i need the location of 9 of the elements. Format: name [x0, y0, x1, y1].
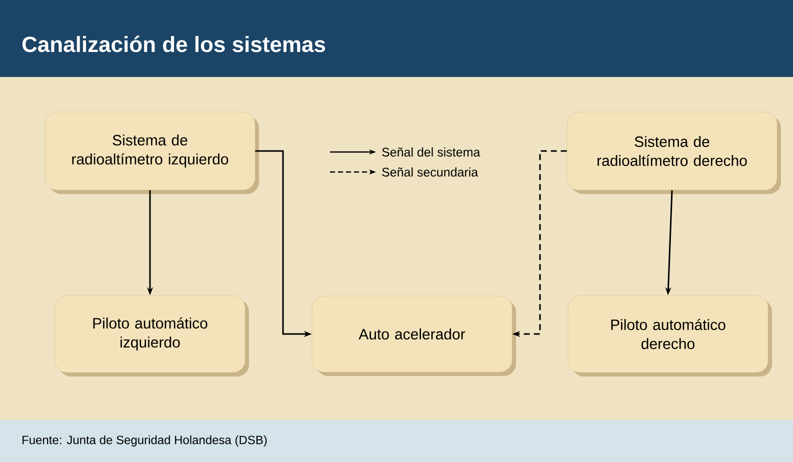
source-note: Fuente: Junta de Seguridad Holandesa (DSB) [0, 420, 793, 462]
legend-label: Señal secundaria [382, 167, 478, 177]
process-box: Piloto automático derecho [568, 295, 772, 376]
process-box: Sistema de radioaltímetro derecho [566, 112, 781, 194]
process-box: Sistema de radioaltímetro izquierdo [44, 112, 259, 194]
process-box: Piloto automático izquierdo [54, 295, 249, 376]
legend-label: Señal del sistema [382, 147, 480, 157]
process-box: Auto acelerador [312, 296, 516, 376]
title-banner: Canalización de los sistemas [0, 0, 793, 77]
